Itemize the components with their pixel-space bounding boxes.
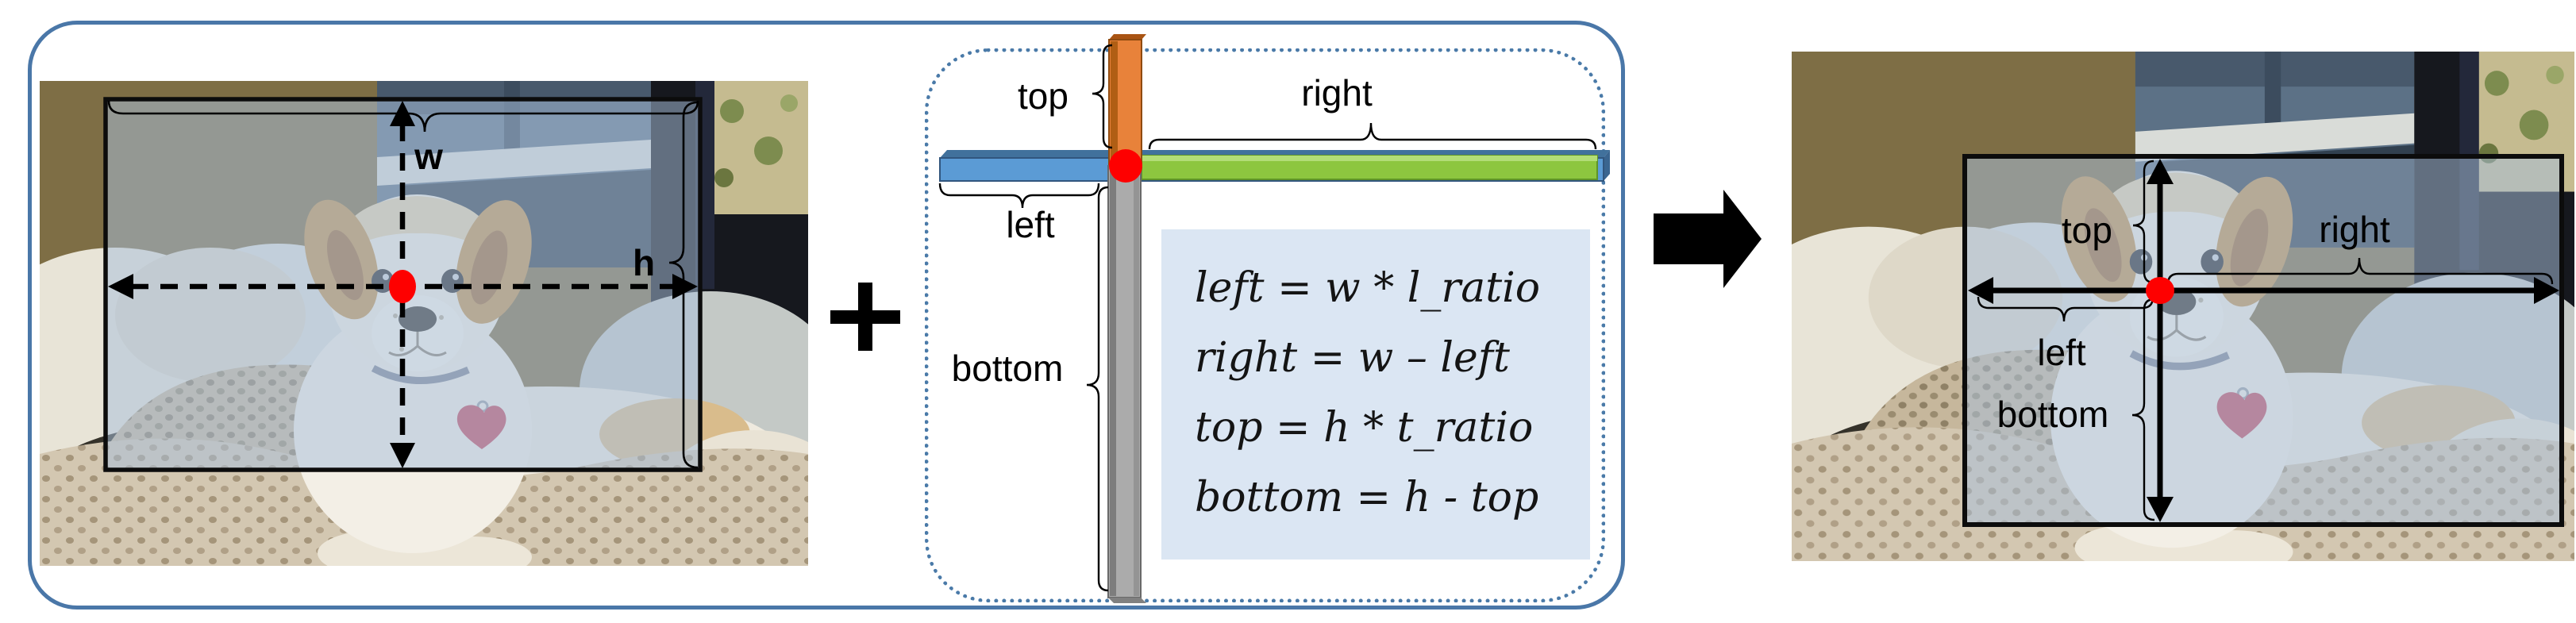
formula-box: left = w * l_ratio right = w – left top … bbox=[1161, 229, 1590, 560]
ltrb-decomposition-container bbox=[925, 48, 1605, 602]
width-label: w bbox=[414, 136, 443, 177]
right-left-label: left bbox=[2037, 332, 2086, 373]
middle-top-label: top bbox=[1018, 75, 1069, 117]
middle-bottom-label: bottom bbox=[951, 348, 1064, 389]
right-right-label: right bbox=[2319, 209, 2390, 250]
dog-photo-illustration bbox=[1792, 52, 2574, 561]
result-dog-photo bbox=[1792, 52, 2574, 561]
middle-left-label: left bbox=[1006, 204, 1055, 245]
formula-left: left = w * l_ratio bbox=[1195, 264, 1541, 312]
formula-bottom: bottom = h - top bbox=[1195, 474, 1539, 521]
middle-right-label: right bbox=[1301, 72, 1373, 113]
right-top-label: top bbox=[2062, 210, 2112, 251]
arrow-right-icon bbox=[1654, 190, 1762, 288]
right-bottom-label: bottom bbox=[1996, 394, 2109, 435]
formula-top: top = h * t_ratio bbox=[1195, 404, 1534, 452]
height-label: h bbox=[632, 242, 656, 283]
formula-right: right = w – left bbox=[1195, 334, 1510, 382]
